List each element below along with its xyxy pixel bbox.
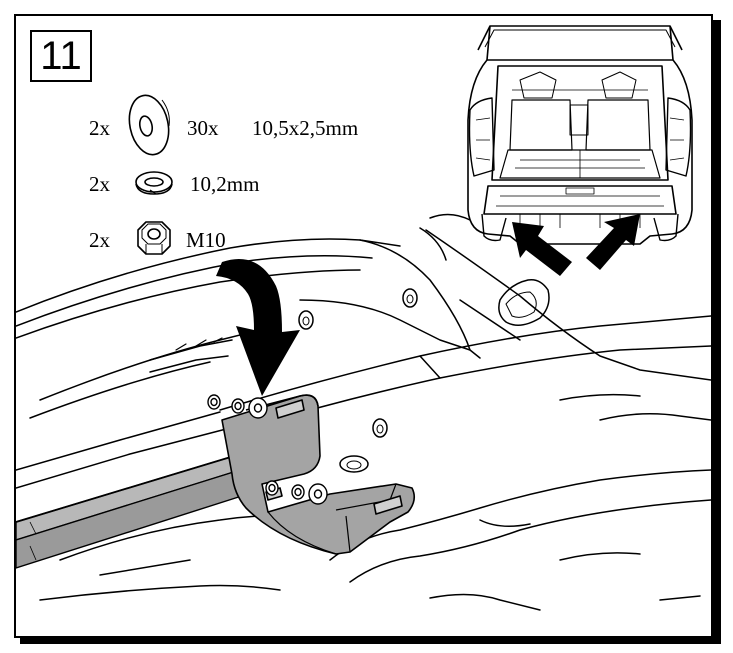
installation-arrow (216, 259, 300, 396)
hex-nut-icon (137, 221, 171, 255)
spring-washer-qty: 2x (89, 172, 110, 196)
flat-washer-qty: 2x (89, 116, 110, 140)
mount-point-arrows (512, 214, 640, 276)
frame-shadow-bottom (20, 638, 721, 644)
flat-washer-spec: 10,5x2,5mm (252, 116, 359, 140)
exploded-fasteners (207, 394, 328, 505)
spring-washer-spec: 10,2mm (190, 172, 260, 196)
hex-nut-spec: M10 (186, 228, 226, 252)
hex-nut-qty: 2x (89, 228, 110, 252)
flat-washer-icon (128, 94, 170, 156)
tow-bar-crossmember (16, 455, 249, 569)
flat-washer-spec-qty: 30x (187, 116, 219, 140)
mounting-bracket (221, 394, 416, 555)
step-number: 11 (30, 30, 92, 82)
chassis-underbody (16, 213, 711, 611)
frame-shadow-right (713, 20, 721, 644)
instruction-frame (14, 14, 713, 638)
spring-washer-icon (135, 171, 173, 195)
car-rear-view (467, 25, 693, 245)
